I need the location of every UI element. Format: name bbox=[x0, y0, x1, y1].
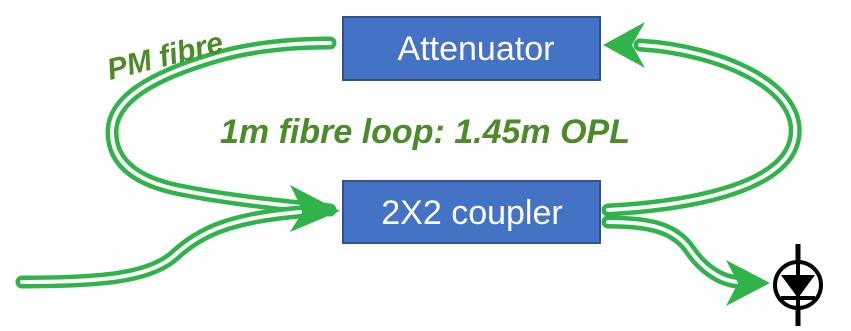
coupler-label: 2X2 coupler bbox=[381, 194, 562, 232]
photodiode-detector-icon bbox=[773, 244, 823, 326]
loop-caption: 1m fibre loop: 1.45m OPL bbox=[220, 113, 630, 151]
attenuator-label: Attenuator bbox=[398, 30, 555, 68]
input-fibre bbox=[15, 205, 307, 289]
arrow-into-coupler bbox=[290, 185, 340, 232]
attenuator-box: Attenuator bbox=[342, 16, 601, 81]
fibre-loop-right bbox=[601, 38, 802, 217]
arrow-to-detector bbox=[726, 260, 770, 306]
fibre-loop-upper-left bbox=[105, 36, 337, 217]
output-fibre bbox=[601, 215, 747, 289]
coupler-box: 2X2 coupler bbox=[342, 180, 601, 244]
arrow-into-attenuator bbox=[603, 22, 645, 68]
